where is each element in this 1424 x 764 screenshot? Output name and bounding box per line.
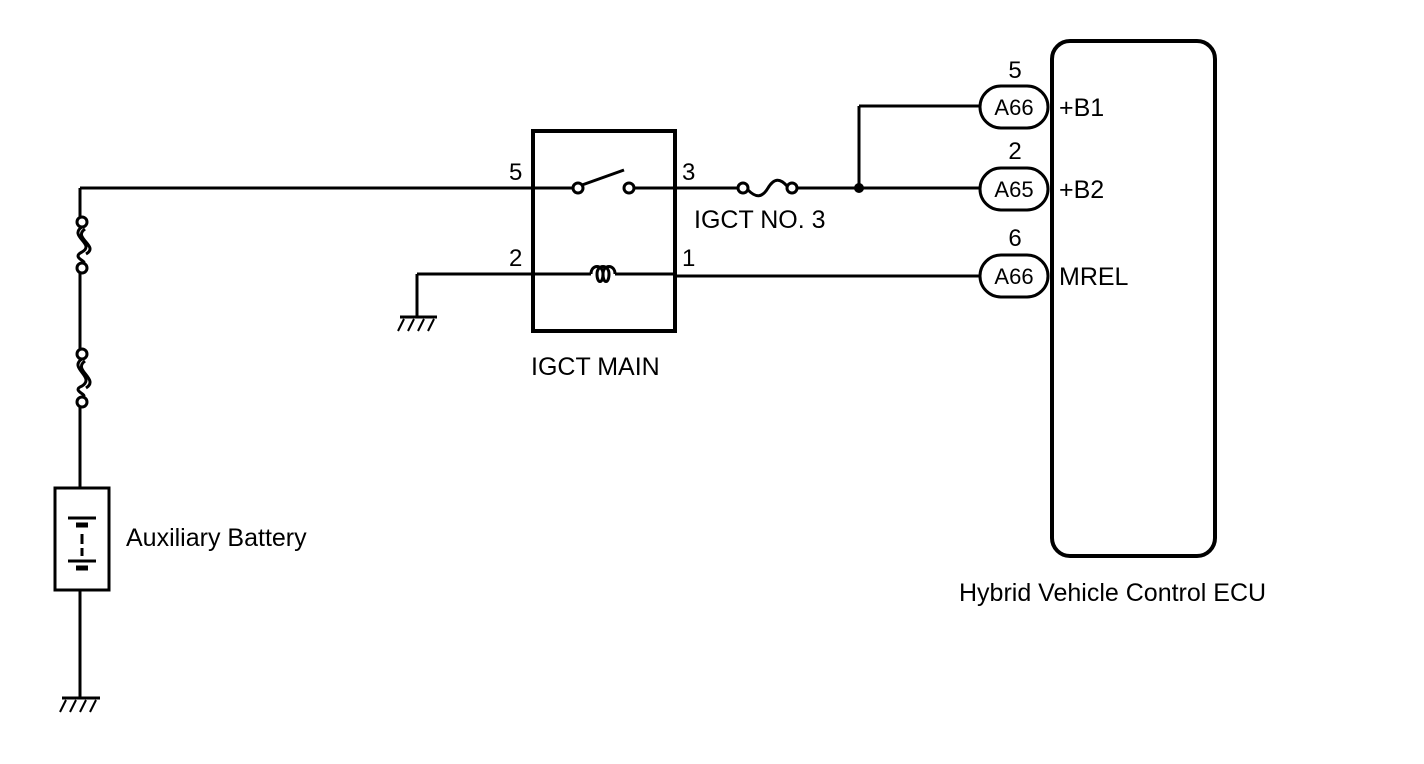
fuse-icon (736, 178, 799, 198)
connector-a65-b2: A65 (978, 166, 1050, 212)
relay-pin-5: 5 (509, 159, 522, 186)
relay-igct-main (531, 129, 677, 333)
ecu-terminal-label: +B2 (1059, 176, 1104, 204)
relay-pin-2: 2 (509, 245, 522, 272)
b1-branch-wire (857, 104, 980, 188)
relay-ground-wire (415, 272, 533, 317)
fuse-icon (75, 347, 92, 409)
connector-id: A66 (994, 95, 1033, 120)
ecu-terminal-label: +B1 (1059, 94, 1104, 122)
connector-a66-b1: A66 (978, 84, 1050, 130)
ecu-pin-number: 5 (1008, 57, 1021, 84)
relay-pin-3: 3 (682, 159, 695, 186)
relay-switch-icon (533, 168, 675, 195)
connector-id: A66 (994, 264, 1033, 289)
connector-id: A65 (994, 177, 1033, 202)
junction-dot (854, 183, 864, 193)
ecu-label: Hybrid Vehicle Control ECU (959, 579, 1266, 607)
battery-supply-branch (53, 186, 533, 713)
fuse-icon (75, 215, 92, 275)
battery-icon (53, 486, 111, 592)
ecu-pin-number: 6 (1008, 225, 1021, 252)
relay-pin-1: 1 (682, 245, 695, 272)
ground-icon (59, 696, 100, 713)
battery-label: Auxiliary Battery (126, 524, 307, 552)
connector-a66-mrel: A66 (978, 253, 1050, 299)
ecu-box (1050, 39, 1217, 558)
ecu-pin-number: 2 (1008, 138, 1021, 165)
ecu-terminal-label: MREL (1059, 263, 1129, 291)
fuse-igct-no3 (675, 178, 980, 198)
ground-icon (397, 315, 437, 332)
relay-label: IGCT MAIN (531, 353, 660, 381)
fuse-label: IGCT NO. 3 (694, 206, 826, 234)
relay-coil-icon (533, 265, 675, 283)
